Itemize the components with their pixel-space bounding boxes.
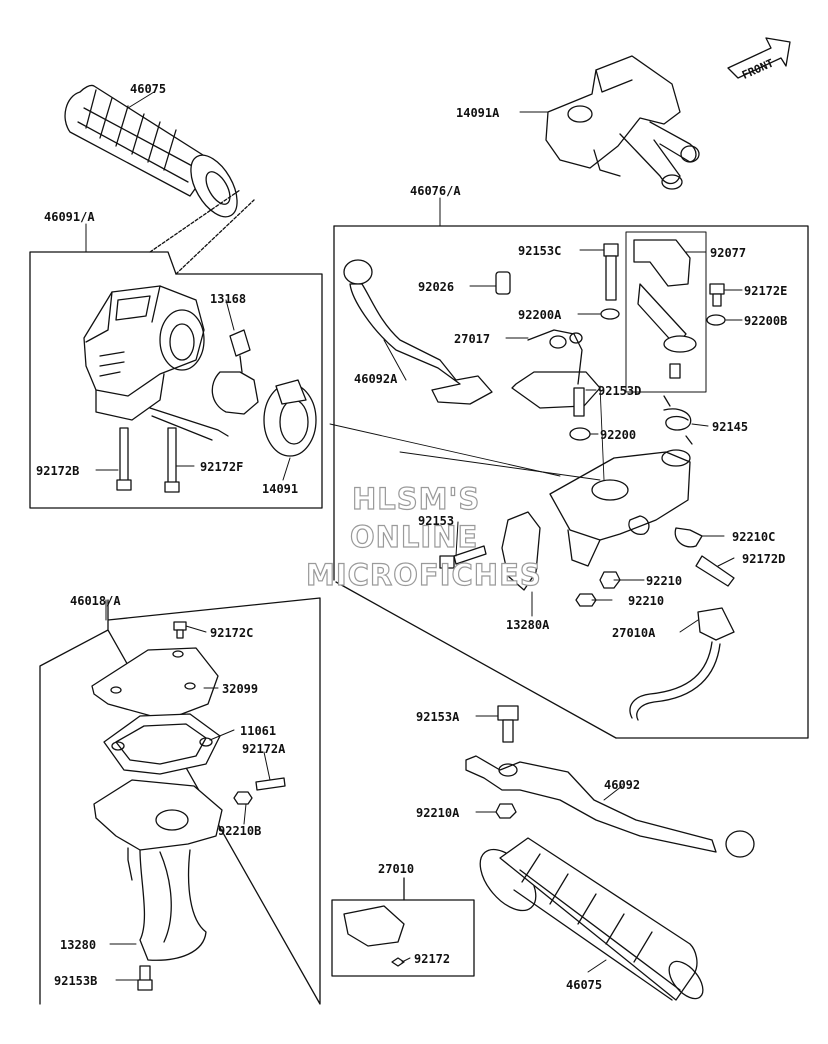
lever-perch xyxy=(511,329,691,567)
label-14091: 14091 xyxy=(262,482,299,496)
screw-92172B xyxy=(116,427,132,491)
label-46092A: 46092A xyxy=(354,372,398,386)
label-13280: 13280 xyxy=(60,938,97,952)
label-92026: 92026 xyxy=(418,280,455,294)
gasket-11061 xyxy=(103,713,221,775)
label-32099: 32099 xyxy=(222,682,259,696)
label-46075-bottom: 46075 xyxy=(566,978,603,992)
label-14091A: 14091A xyxy=(456,106,500,120)
label-27010A: 27010A xyxy=(612,626,656,640)
clamp-13280A xyxy=(501,511,541,591)
label-92200: 92200 xyxy=(600,428,637,442)
lower-housing xyxy=(93,779,223,961)
label-46018A: 46018/A xyxy=(70,594,121,608)
screw-92172C xyxy=(173,621,187,639)
screw-92172A xyxy=(255,777,286,791)
switch-box-27010 xyxy=(331,877,475,977)
watermark-line-2: ONLINE xyxy=(349,520,479,554)
housing-box-46018A xyxy=(39,597,321,1005)
nut-92210B xyxy=(233,791,253,805)
switch-housing-box xyxy=(29,189,323,509)
bolt-92153C xyxy=(603,243,619,301)
label-27017: 27017 xyxy=(454,332,491,346)
label-92153B: 92153B xyxy=(54,974,98,988)
label-92200B: 92200B xyxy=(744,314,788,328)
collar-92026 xyxy=(495,271,511,295)
label-92172A: 92172A xyxy=(242,742,286,756)
grip-left-46075 xyxy=(64,84,238,218)
brake-switch-27010A xyxy=(629,607,735,721)
label-92200A: 92200A xyxy=(518,308,562,322)
label-46076A: 46076/A xyxy=(410,184,461,198)
nut-92210-a xyxy=(599,571,621,589)
label-92210B: 92210B xyxy=(218,824,262,838)
label-92172F: 92172F xyxy=(200,460,244,474)
label-92172C: 92172C xyxy=(210,626,254,640)
watermark-line-1: HLSM'S xyxy=(351,482,481,516)
lever-46092A xyxy=(343,259,493,405)
label-27010: 27010 xyxy=(378,862,415,876)
spring-92145 xyxy=(663,395,693,445)
throttle-ring-14091 xyxy=(263,379,317,457)
lever-46092 xyxy=(465,755,755,858)
label-92172E: 92172E xyxy=(744,284,788,298)
washer-92200 xyxy=(569,427,591,441)
label-11061: 11061 xyxy=(240,724,277,738)
label-92172B: 92172B xyxy=(36,464,80,478)
label-92210A: 92210A xyxy=(416,806,460,820)
label-92210-b: 92210 xyxy=(628,594,665,608)
grip-right-46075 xyxy=(479,837,704,1001)
nut-92210-b xyxy=(575,593,597,607)
label-92077: 92077 xyxy=(710,246,747,260)
label-92153: 92153 xyxy=(418,514,455,528)
label-92172: 92172 xyxy=(414,952,451,966)
cover-32099 xyxy=(91,647,219,721)
label-92210-a: 92210 xyxy=(646,574,683,588)
watermark-line-3: MICROFICHES xyxy=(305,558,542,592)
label-92145: 92145 xyxy=(712,420,749,434)
label-92153A: 92153A xyxy=(416,710,460,724)
label-13280A: 13280A xyxy=(506,618,550,632)
label-46092: 46092 xyxy=(604,778,641,792)
screw-92153B xyxy=(137,965,153,991)
nut-92210A xyxy=(495,803,517,819)
bolt-92153 xyxy=(439,545,487,569)
clip-13168 xyxy=(211,329,259,415)
screw-92172E xyxy=(709,283,725,307)
bolt-92153A xyxy=(497,705,519,743)
label-13168: 13168 xyxy=(210,292,247,306)
label-92153D: 92153D xyxy=(598,384,642,398)
label-92172D: 92172D xyxy=(742,552,786,566)
screw-92172F xyxy=(164,427,180,493)
washer-92200A xyxy=(600,308,620,320)
switch-subbox-92077 xyxy=(625,231,707,393)
switch-housing-46091 xyxy=(83,285,229,441)
label-46091A: 46091/A xyxy=(44,210,95,224)
washer-92200B xyxy=(706,314,726,326)
label-46075-top: 46075 xyxy=(130,82,167,96)
bolt-92153D xyxy=(573,387,585,417)
front-arrow-icon xyxy=(727,37,791,79)
screw-92172D xyxy=(695,555,735,587)
master-cylinder-14091A xyxy=(545,55,700,190)
label-92210C: 92210C xyxy=(732,530,776,544)
clip-92210C xyxy=(674,527,703,548)
lever-assembly-box xyxy=(333,225,809,739)
leader-lines xyxy=(85,91,743,981)
label-92153C: 92153C xyxy=(518,244,562,258)
